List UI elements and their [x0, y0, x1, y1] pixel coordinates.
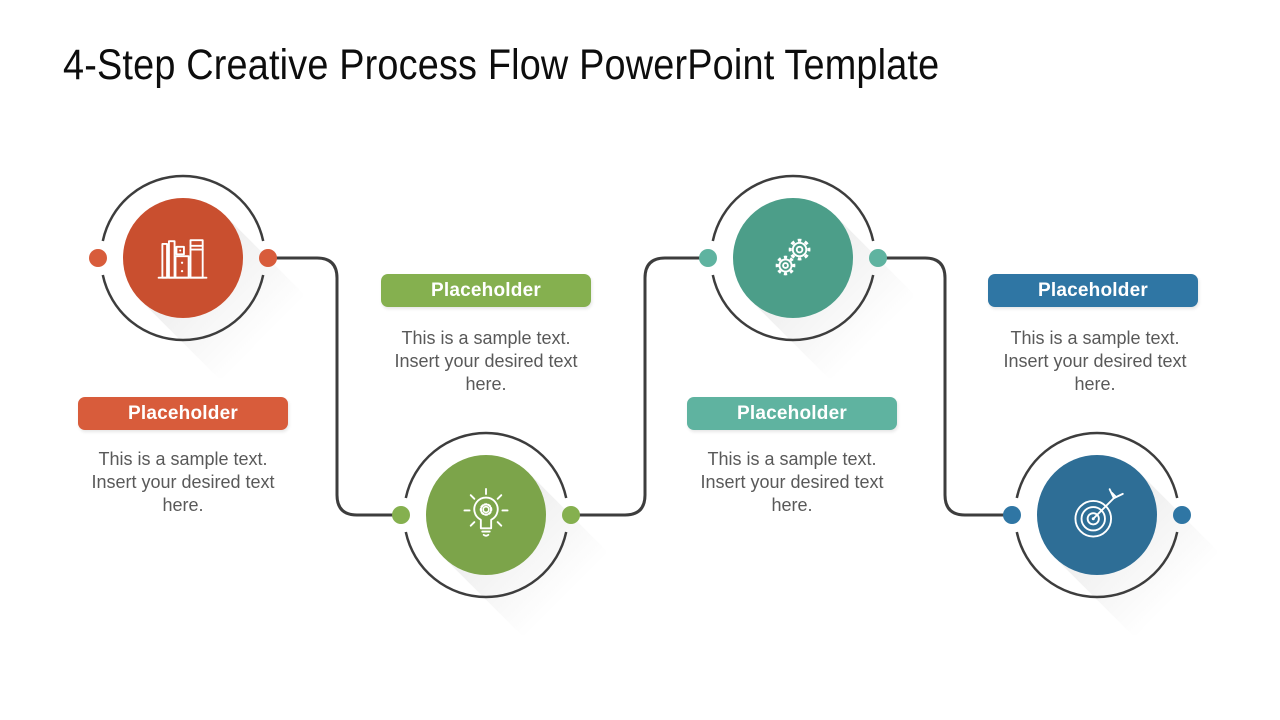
- step-circle-1[interactable]: [123, 198, 243, 318]
- node-ring: [711, 174, 875, 242]
- connector-line-2: [569, 256, 710, 517]
- step-label-2[interactable]: Placeholder: [381, 274, 591, 307]
- step-body-3[interactable]: This is a sample text. Insert your desir…: [700, 449, 884, 516]
- node-ring: [1015, 431, 1179, 499]
- gears-icon: [775, 238, 811, 276]
- connector-dot-right-1: [259, 249, 277, 267]
- connector-line-3: [876, 256, 1014, 517]
- connector-dot-right-4: [1173, 506, 1191, 524]
- step-body-2[interactable]: This is a sample text. Insert your desir…: [394, 328, 578, 395]
- node-ring: [404, 531, 568, 599]
- node-ring: [711, 274, 875, 342]
- connector-dot-left-4: [1003, 506, 1021, 524]
- step-node-1[interactable]: [63, 138, 303, 378]
- step-node-3[interactable]: [673, 138, 913, 378]
- node-ring: [1015, 531, 1179, 599]
- connector-dot-right-3: [869, 249, 887, 267]
- connector-dot-left-2: [392, 506, 410, 524]
- connector-dot-left-3: [699, 249, 717, 267]
- node-ring: [101, 174, 265, 242]
- slide-title[interactable]: 4-Step Creative Process Flow PowerPoint …: [63, 41, 940, 89]
- step-label-1[interactable]: Placeholder: [78, 397, 288, 430]
- step-label-4[interactable]: Placeholder: [988, 274, 1198, 307]
- step-body-4[interactable]: This is a sample text. Insert your desir…: [1003, 328, 1187, 395]
- node-ring: [404, 431, 568, 499]
- step-body-1[interactable]: This is a sample text. Insert your desir…: [91, 449, 275, 516]
- node-ring: [101, 274, 265, 342]
- books-icon: [157, 239, 208, 279]
- step-node-2[interactable]: [366, 395, 606, 635]
- connector-dot-right-2: [562, 506, 580, 524]
- target-arrow-icon: [1074, 488, 1124, 538]
- step-node-4[interactable]: [977, 395, 1217, 635]
- step-label-3[interactable]: Placeholder: [687, 397, 897, 430]
- connector-line-1: [266, 256, 403, 517]
- connector-dot-left-1: [89, 249, 107, 267]
- lightbulb-gear-icon: [463, 487, 509, 537]
